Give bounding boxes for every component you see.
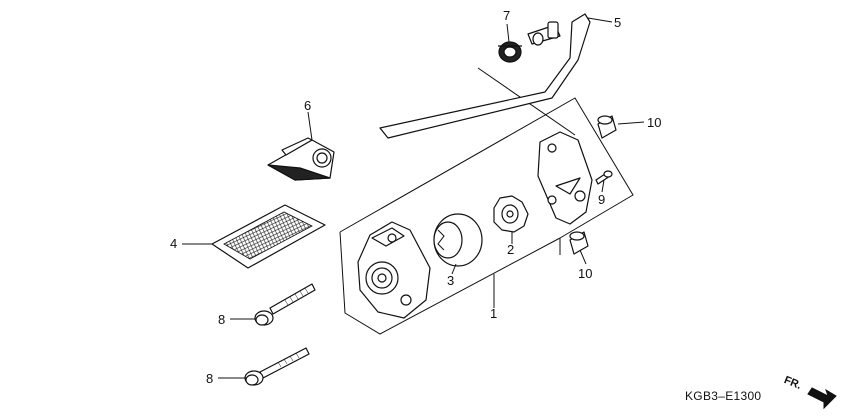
diagram-code: KGB3–E1300	[685, 389, 761, 403]
front-arrow-icon	[807, 387, 837, 410]
callout-9: 9	[598, 192, 605, 207]
leader-lines	[182, 17, 645, 379]
flange-bolt-lower	[244, 347, 310, 386]
callout-10-lower: 10	[578, 266, 592, 281]
front-direction-indicator: FR.	[782, 374, 837, 410]
callout-8-upper: 8	[218, 312, 225, 327]
callout-5: 5	[614, 15, 621, 30]
outer-rotor	[433, 213, 483, 267]
callouts: 1 2 3 4 5 6 7 8 8 9 10 10	[170, 8, 661, 386]
strainer-screen	[211, 204, 326, 269]
callout-4: 4	[170, 236, 177, 251]
callout-2: 2	[507, 242, 514, 257]
grommet	[498, 41, 522, 63]
callout-3: 3	[447, 273, 454, 288]
flange-bolt-upper	[254, 283, 316, 326]
pump-cover	[537, 131, 593, 225]
callout-6: 6	[304, 98, 311, 113]
dowel-pin-lower	[569, 231, 589, 255]
callout-1: 1	[490, 306, 497, 321]
dowel-pin-upper	[597, 115, 617, 139]
inner-rotor	[493, 195, 529, 233]
pump-body	[357, 221, 431, 319]
strainer-cap	[267, 137, 335, 181]
screw	[595, 170, 613, 185]
front-label: FR.	[782, 374, 803, 392]
callout-10-upper: 10	[647, 115, 661, 130]
callout-8-lower: 8	[206, 371, 213, 386]
callout-7: 7	[503, 8, 510, 23]
oil-pipe	[379, 13, 591, 139]
